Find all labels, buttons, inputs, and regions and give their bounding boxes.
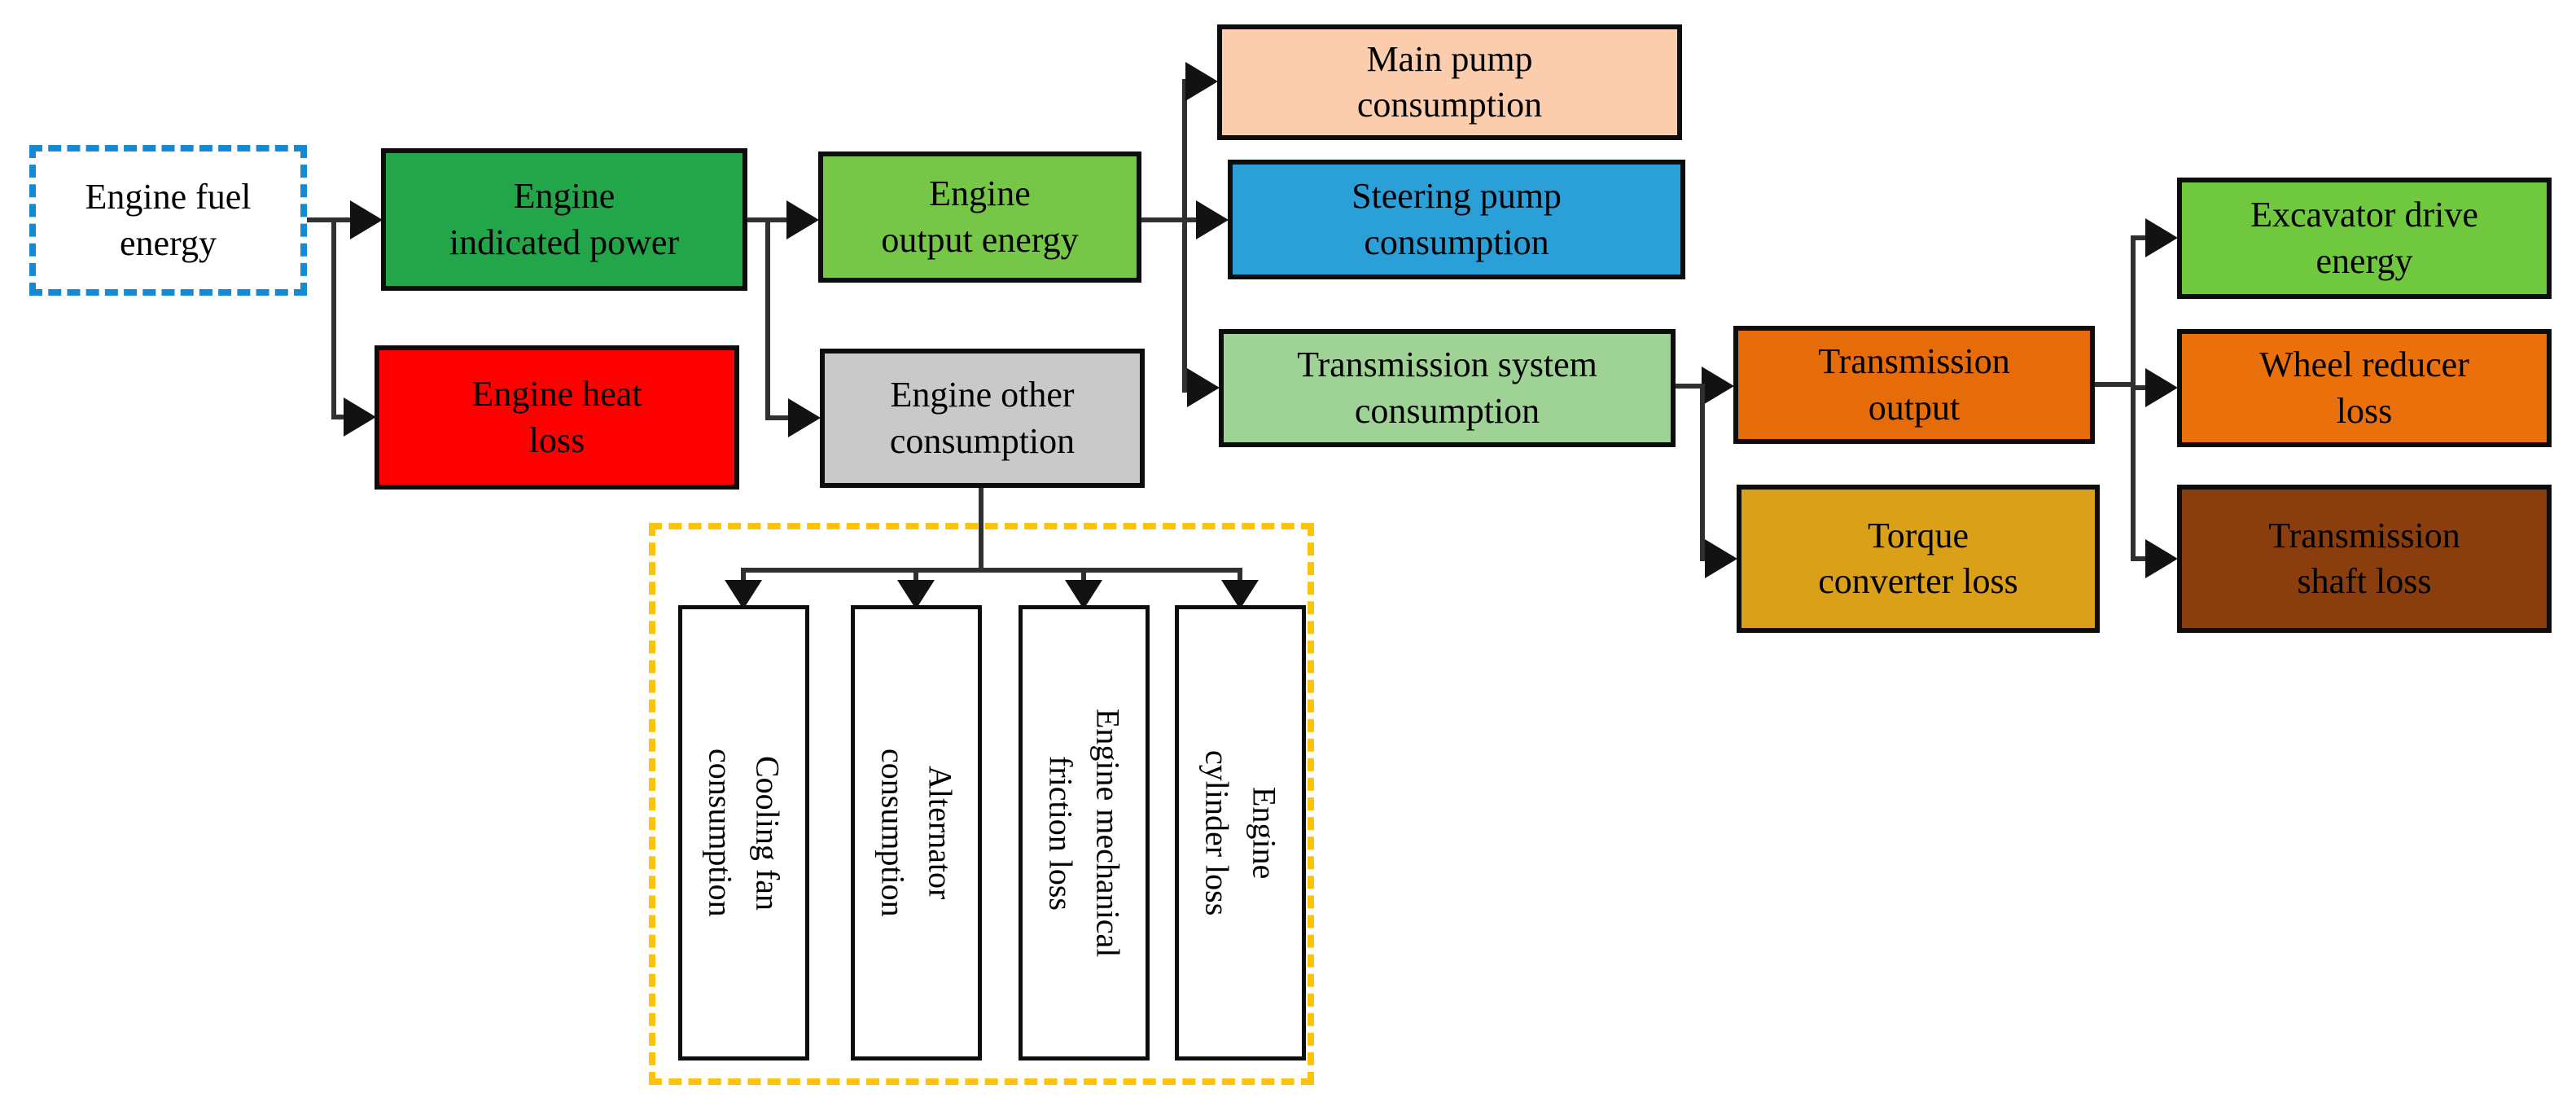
connector-line xyxy=(2131,235,2147,240)
connector-line xyxy=(1141,217,1187,222)
node-transmission-output: Transmission output xyxy=(1733,326,2095,444)
alternator-consumption-label: Alternator consumption xyxy=(874,749,959,917)
connector-line xyxy=(765,415,791,420)
connector-arrowhead-right-icon xyxy=(1702,367,1734,406)
connector-line xyxy=(307,217,353,222)
connector-arrowhead-down-icon xyxy=(1065,580,1102,609)
connector-arrowhead-right-icon xyxy=(788,398,821,437)
node-torque-converter-loss: Torque converter loss xyxy=(1737,485,2100,633)
connector-line xyxy=(1182,385,1189,390)
connector-line xyxy=(1182,79,1187,393)
node-steering-pump-consumption: Steering pump consumption xyxy=(1228,160,1685,279)
connector-arrowhead-down-icon xyxy=(897,580,935,609)
connector-arrowhead-right-icon xyxy=(350,200,383,239)
connector-arrowhead-right-icon xyxy=(1705,539,1737,578)
node-engine-indicated-power: Engine indicated power xyxy=(381,148,747,291)
node-excavator-drive-energy: Excavator drive energy xyxy=(2177,178,2552,299)
node-engine-fuel-energy: Engine fuel energy xyxy=(29,145,307,296)
node-engine-cylinder-loss: Engine cylinder loss xyxy=(1175,605,1306,1060)
connector-line xyxy=(979,488,984,573)
connector-arrowhead-right-icon xyxy=(344,397,376,437)
connector-line xyxy=(1238,568,1242,584)
engine-mechanical-friction-loss-label: Engine mechanical friction loss xyxy=(1042,708,1127,958)
connector-line xyxy=(2095,382,2136,387)
connector-arrowhead-right-icon xyxy=(2145,539,2178,578)
node-alternator-consumption: Alternator consumption xyxy=(851,605,982,1060)
connector-line xyxy=(1081,568,1086,584)
connector-line xyxy=(741,568,746,584)
connector-arrowhead-right-icon xyxy=(1187,368,1220,407)
connector-arrowhead-right-icon xyxy=(1185,62,1218,101)
connector-line xyxy=(2131,235,2136,561)
node-engine-output-energy: Engine output energy xyxy=(818,152,1141,283)
connector-arrowhead-right-icon xyxy=(786,200,819,239)
connector-line xyxy=(331,217,336,419)
connector-line xyxy=(2131,556,2147,561)
connector-line xyxy=(765,217,770,420)
connector-line xyxy=(1182,217,1197,222)
connector-arrowhead-right-icon xyxy=(2145,368,2178,407)
node-wheel-reducer-loss: Wheel reducer loss xyxy=(2177,329,2552,447)
connector-arrowhead-right-icon xyxy=(2145,218,2178,257)
node-engine-heat-loss: Engine heat loss xyxy=(375,345,739,490)
node-transmission-shaft-loss: Transmission shaft loss xyxy=(2177,485,2552,633)
connector-line xyxy=(1676,384,1705,389)
node-main-pump-consumption: Main pump consumption xyxy=(1217,24,1682,140)
node-engine-other-consumption: Engine other consumption xyxy=(820,349,1145,488)
connector-arrowhead-down-icon xyxy=(725,580,762,609)
connector-line xyxy=(331,415,349,419)
connector-line xyxy=(913,568,918,584)
connector-line xyxy=(2131,385,2147,390)
connector-arrowhead-down-icon xyxy=(1221,580,1259,609)
node-cooling-fan-consumption: Cooling fan consumption xyxy=(678,605,809,1060)
connector-arrowhead-right-icon xyxy=(1196,200,1229,239)
node-engine-mechanical-friction-loss: Engine mechanical friction loss xyxy=(1019,605,1150,1060)
cooling-fan-consumption-label: Cooling fan consumption xyxy=(702,749,786,917)
connector-line xyxy=(741,568,1242,573)
connector-line xyxy=(1700,384,1705,561)
engine-cylinder-loss-label: Engine cylinder loss xyxy=(1198,749,1283,916)
connector-line xyxy=(1700,556,1706,561)
node-transmission-system-consumption: Transmission system consumption xyxy=(1219,329,1676,447)
